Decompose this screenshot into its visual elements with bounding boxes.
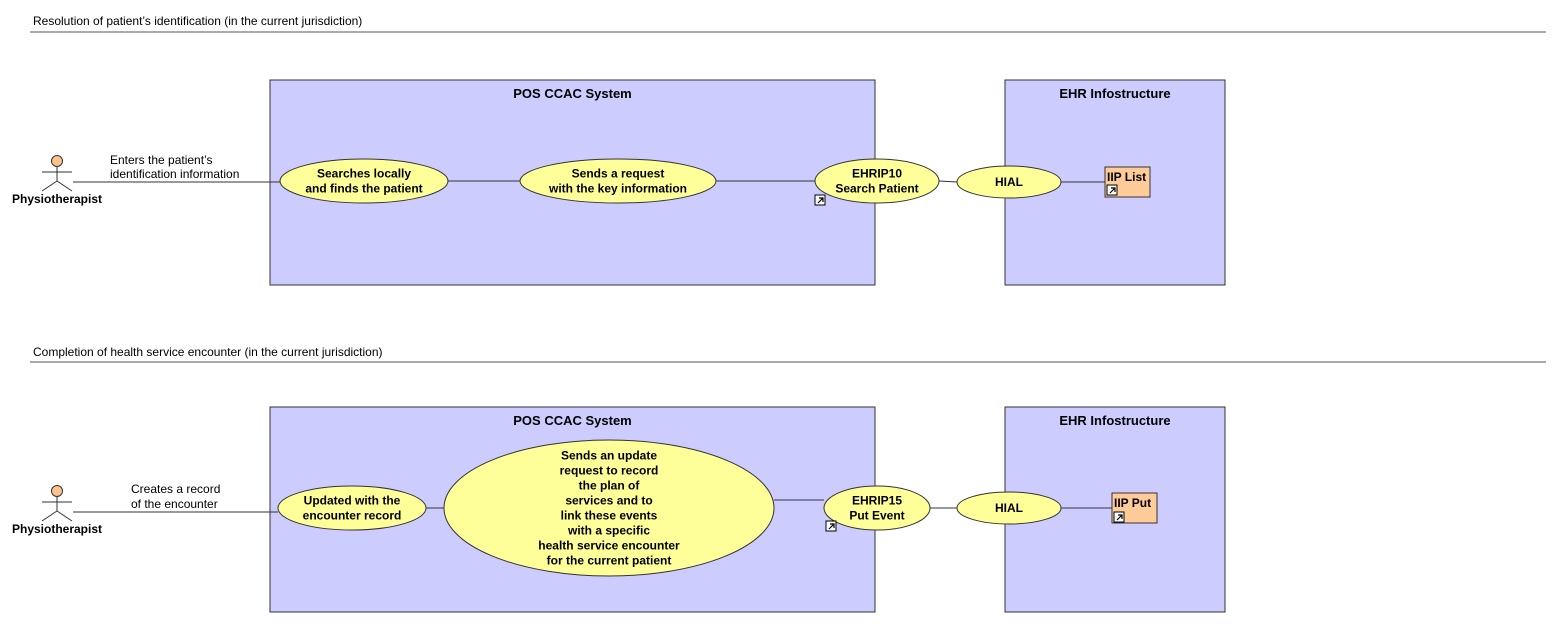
use-case-label: Search Patient bbox=[835, 182, 918, 196]
stick-figure-actor-icon bbox=[41, 485, 73, 522]
association-line bbox=[938, 180, 958, 183]
system-title: POS CCAC System bbox=[513, 413, 631, 428]
use-case-label: Sends a request bbox=[572, 167, 665, 181]
use-case-label: HIAL bbox=[995, 175, 1023, 189]
shortcut-arrow-icon[interactable] bbox=[1106, 184, 1118, 196]
use-case-label: request to record bbox=[560, 464, 659, 478]
actor-physiotherapist[interactable]: Physiotherapist bbox=[12, 155, 102, 207]
iip-component[interactable]: IIP Put bbox=[1111, 492, 1158, 524]
shortcut-arrow-icon[interactable] bbox=[1113, 511, 1125, 523]
use-case-label: encounter record bbox=[303, 509, 402, 523]
actor-name: Physiotherapist bbox=[12, 522, 102, 536]
use-case-label: EHRIP10 bbox=[852, 167, 902, 181]
use-case-label: link these events bbox=[561, 509, 658, 523]
use-case-label: HIAL bbox=[995, 501, 1023, 515]
association-label: identification information bbox=[110, 167, 239, 181]
system-title: EHR Infostructure bbox=[1059, 413, 1170, 428]
component-label: IIP Put bbox=[1114, 496, 1151, 510]
actor-physiotherapist[interactable]: Physiotherapist bbox=[12, 485, 102, 537]
use-case-label: Put Event bbox=[849, 509, 904, 523]
stick-figure-actor-icon bbox=[41, 155, 73, 192]
association-label: of the encounter bbox=[131, 497, 218, 511]
shortcut-arrow-icon[interactable] bbox=[814, 194, 826, 206]
section-title: Resolution of patient’s identification (… bbox=[33, 14, 362, 28]
shortcut-arrow-icon[interactable] bbox=[825, 520, 837, 532]
actor-name: Physiotherapist bbox=[12, 192, 102, 206]
system-title: POS CCAC System bbox=[513, 86, 631, 101]
hial-use-case[interactable]: HIAL bbox=[956, 491, 1062, 525]
use-case-label: the plan of bbox=[579, 479, 641, 493]
diagram-section-2: Completion of health service encounter (… bbox=[12, 345, 1546, 613]
use-case-label: Searches locally bbox=[317, 167, 411, 181]
component-label: IIP List bbox=[1107, 170, 1146, 184]
use-case-label: Updated with the bbox=[304, 494, 401, 508]
hial-use-case[interactable]: HIAL bbox=[956, 165, 1062, 199]
use-case-label: with a specific bbox=[567, 524, 650, 538]
use-case-label: with the key information bbox=[548, 182, 687, 196]
system-title: EHR Infostructure bbox=[1059, 86, 1170, 101]
association-label: Enters the patient’s bbox=[110, 153, 213, 167]
use-case-label: and finds the patient bbox=[305, 182, 422, 196]
section-title: Completion of health service encounter (… bbox=[33, 345, 383, 359]
use-case-label: services and to bbox=[565, 494, 652, 508]
iip-component[interactable]: IIP List bbox=[1104, 166, 1151, 198]
use-case-label: health service encounter bbox=[538, 539, 680, 553]
association-label: Creates a record bbox=[131, 482, 220, 496]
use-case-label: for the current patient bbox=[547, 554, 672, 568]
use-case-label: Sends an update bbox=[561, 449, 657, 463]
diagram-section-1: Resolution of patient’s identification (… bbox=[12, 14, 1546, 286]
use-case-label: EHRIP15 bbox=[852, 494, 902, 508]
